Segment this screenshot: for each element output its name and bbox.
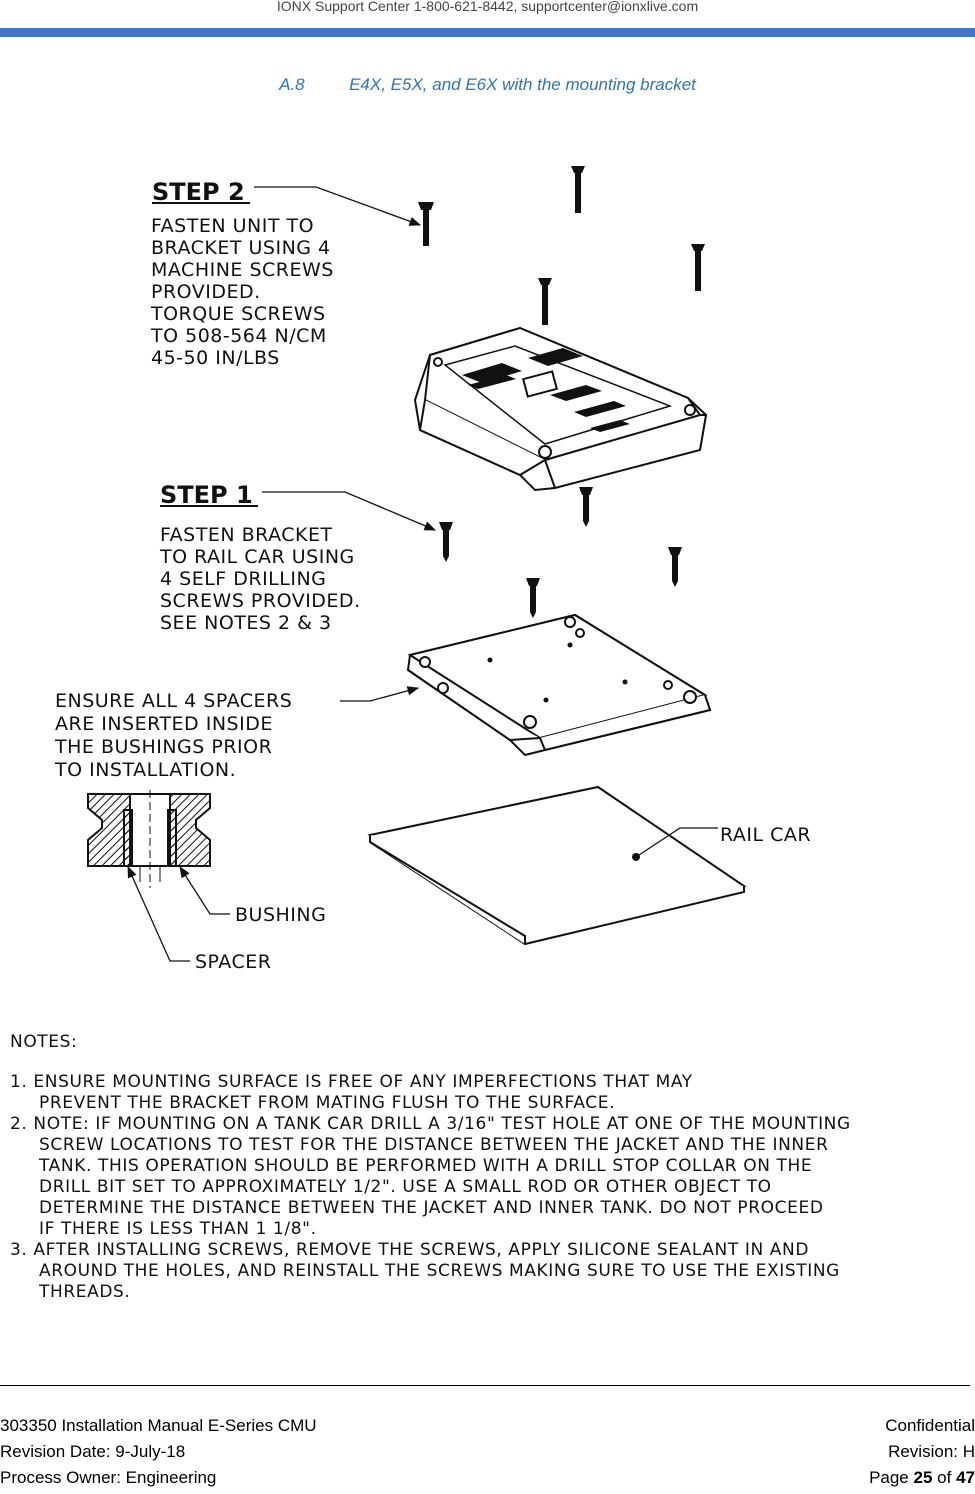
spacer-leader-arrow (127, 865, 190, 962)
header-accent-rule (0, 28, 975, 37)
note-item: 1. ENSURE MOUNTING SURFACE IS FREE OF AN… (10, 1072, 693, 1113)
svg-text:FASTEN BRACKET: FASTEN BRACKET (160, 524, 333, 546)
step2-leader-arrow (254, 186, 422, 226)
step1-title: STEP 1 (160, 481, 253, 509)
rail-car-label: RAIL CAR (720, 824, 811, 846)
rail-car-leader-line (635, 827, 718, 858)
machine-screw-icon (418, 166, 705, 325)
section-title: E4X, E5X, and E6X with the mounting brac… (349, 75, 696, 94)
step1-instructions: FASTEN BRACKET TO RAIL CAR USING 4 SELF … (159, 524, 361, 634)
svg-text:TORQUE SCREWS: TORQUE SCREWS (150, 303, 326, 325)
step2-title: STEP 2 (152, 178, 245, 206)
page-number: Page 25 of 47 (869, 1468, 975, 1487)
svg-text:4 SELF DRILLING: 4 SELF DRILLING (160, 568, 326, 590)
spacers-leader-arrow (340, 686, 420, 702)
step1-leader-arrow (262, 491, 437, 531)
svg-text:SEE NOTES 2 & 3: SEE NOTES 2 & 3 (160, 612, 332, 634)
mounting-bracket (406, 613, 712, 757)
svg-text:BRACKET USING 4: BRACKET USING 4 (151, 237, 331, 259)
svg-text:ENSURE ALL 4 SPACERS: ENSURE ALL 4 SPACERS (55, 690, 292, 712)
svg-text:45-50 IN/LBS: 45-50 IN/LBS (151, 347, 280, 369)
section-number: A.8 (279, 75, 305, 94)
support-contact-header: IONX Support Center 1-800-621-8442, supp… (276, 0, 699, 14)
revision-date: Revision Date: 9-July-18 (0, 1442, 186, 1461)
confidential-label: Confidential (885, 1416, 975, 1435)
bushing-detail-icon (87, 790, 211, 888)
notes-heading: NOTES: (10, 1032, 78, 1052)
note-item: 2. NOTE: IF MOUNTING ON A TANK CAR DRILL… (10, 1114, 851, 1239)
svg-text:MACHINE SCREWS: MACHINE SCREWS (151, 259, 334, 281)
svg-text:ARE INSERTED INSIDE: ARE INSERTED INSIDE (55, 713, 273, 735)
svg-text:FASTEN UNIT TO: FASTEN UNIT TO (151, 215, 314, 237)
cmu-unit (413, 326, 708, 492)
svg-text:SCREWS PROVIDED.: SCREWS PROVIDED. (160, 590, 361, 612)
self-drilling-screw-icon (439, 487, 682, 618)
bushing-leader-arrow (179, 866, 230, 915)
svg-text:PROVIDED.: PROVIDED. (151, 281, 261, 303)
svg-text:TO RAIL CAR USING: TO RAIL CAR USING (159, 546, 355, 568)
revision-label: Revision: H (888, 1442, 975, 1461)
spacers-note: ENSURE ALL 4 SPACERS ARE INSERTED INSIDE… (54, 690, 292, 781)
svg-text:THE BUSHINGS PRIOR: THE BUSHINGS PRIOR (54, 736, 272, 758)
svg-text:TO 508-564 N/CM: TO 508-564 N/CM (150, 325, 327, 347)
process-owner: Process Owner: Engineering (0, 1468, 217, 1487)
svg-text:TO INSTALLATION.: TO INSTALLATION. (54, 759, 236, 781)
mounting-diagram: STEP 2 FASTEN UNIT TO BRACKET USING 4 MA… (54, 166, 811, 973)
section-heading: A.8 E4X, E5X, and E6X with the mounting b… (0, 75, 975, 95)
footer-divider (0, 1385, 970, 1386)
spacer-label: SPACER (195, 951, 271, 973)
rail-car-plate (367, 785, 747, 946)
note-item: 3. AFTER INSTALLING SCREWS, REMOVE THE S… (10, 1240, 840, 1302)
notes-section: NOTES: 1. ENSURE MOUNTING SURFACE IS FRE… (10, 1032, 970, 1303)
step2-instructions: FASTEN UNIT TO BRACKET USING 4 MACHINE S… (150, 215, 334, 369)
document-title: 303350 Installation Manual E-Series CMU (0, 1416, 317, 1435)
bushing-label: BUSHING (235, 904, 326, 926)
